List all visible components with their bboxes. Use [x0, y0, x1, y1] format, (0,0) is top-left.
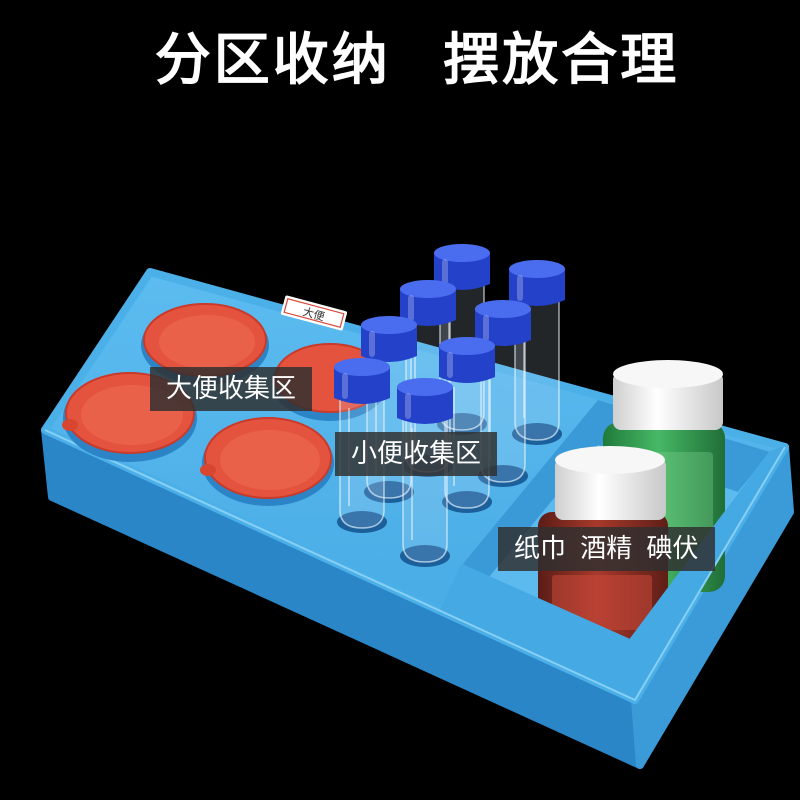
tube-cap-highlight — [517, 275, 523, 301]
stool-zone-label: 大便收集区 — [150, 367, 313, 411]
urine-zone-label: 小便收集区 — [335, 432, 498, 476]
supplies-zone-label: 纸巾 酒精 碘伏 — [498, 527, 715, 571]
tray-edge-highlight — [44, 429, 786, 702]
green-bottle-cap-top — [613, 360, 723, 388]
tube-cap-highlight — [405, 393, 411, 419]
tube-cap — [439, 346, 495, 383]
cup-lid-tab — [62, 419, 78, 431]
tube-cap — [334, 367, 390, 404]
tube-cap — [400, 289, 456, 326]
headline-title: 分区收纳 摆放合理 — [154, 28, 680, 93]
tube-cap-top — [439, 337, 495, 355]
tube-cap-top — [334, 358, 390, 376]
sticker-text: 大便 — [301, 304, 326, 323]
sticker-border — [283, 297, 345, 329]
tube-cap-top — [397, 378, 453, 396]
tube-cap-top — [361, 316, 417, 334]
tube-cap-top — [400, 280, 456, 298]
tube-hole — [442, 491, 492, 513]
cup-lid-inner — [159, 315, 255, 369]
red-bottle-cap-top — [555, 446, 665, 474]
tube-cap-top — [434, 244, 490, 262]
tube-cap-highlight — [369, 331, 375, 357]
tube-hole — [400, 545, 450, 567]
tube-cap-highlight — [447, 352, 453, 378]
tube-cap-highlight — [342, 373, 348, 399]
tube-hole — [337, 511, 387, 533]
stool-cup-lid — [200, 417, 334, 506]
green-bottle-cap — [613, 372, 723, 430]
tube-cap — [434, 253, 490, 290]
cup-lid-inner — [220, 430, 320, 490]
tube-cap-highlight — [442, 259, 448, 285]
tube-cap — [509, 269, 565, 306]
tube-cap — [475, 309, 531, 346]
tube-hole — [364, 481, 414, 503]
cup-lid-tab — [200, 464, 216, 476]
stool-cup-lid — [141, 303, 269, 385]
tube-cap-top — [509, 260, 565, 278]
sticker-background — [280, 295, 348, 331]
tube-cap-highlight — [483, 315, 489, 341]
tube-cap — [361, 325, 417, 362]
tube-cap-top — [475, 300, 531, 318]
red-bottle-cap — [555, 458, 666, 520]
tube-cap — [397, 387, 453, 424]
tube-cap-highlight — [408, 295, 414, 321]
tray-sticker: 大便 — [280, 295, 348, 331]
